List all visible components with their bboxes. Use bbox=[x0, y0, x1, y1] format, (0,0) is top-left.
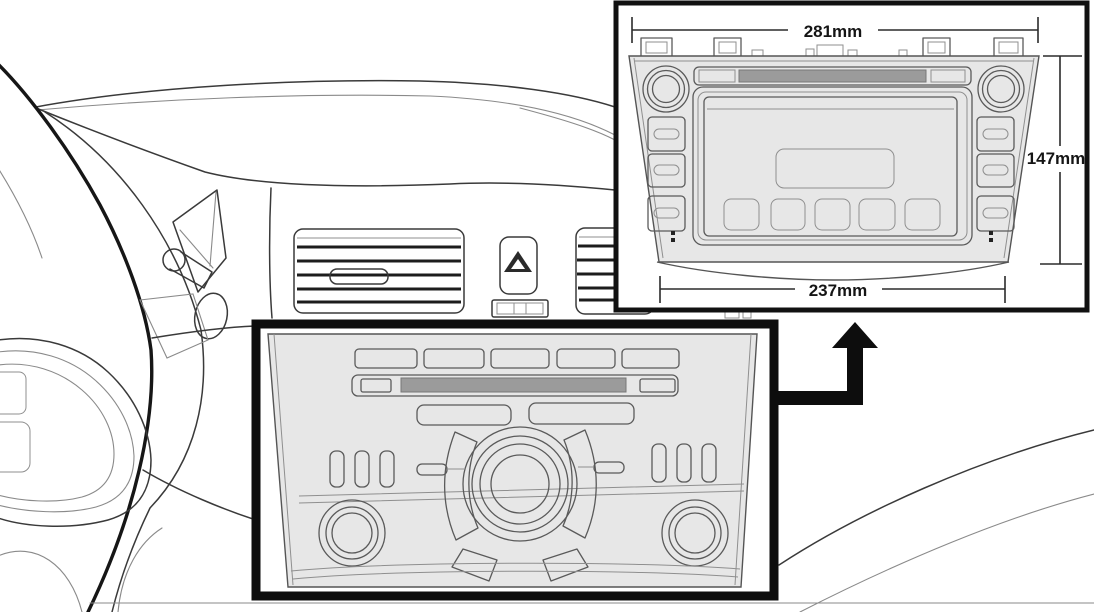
unit-cd-slot bbox=[693, 66, 972, 86]
radio-right-buttons bbox=[651, 443, 717, 483]
unit-knobs bbox=[642, 65, 1025, 113]
unit-screen bbox=[692, 86, 973, 246]
up-arrow-icon bbox=[778, 322, 878, 405]
dim-label-top: 281mm bbox=[804, 22, 863, 41]
radio-left-buttons bbox=[329, 450, 395, 488]
radio-faceplate bbox=[267, 333, 758, 588]
screw-dots bbox=[671, 231, 993, 242]
dimension-width-top: 281mm bbox=[631, 17, 1039, 43]
clock-display bbox=[491, 299, 549, 318]
center-stack-edges bbox=[89, 187, 1094, 604]
screen-soft-keys bbox=[723, 198, 941, 231]
steering-column-stalks bbox=[139, 189, 229, 359]
steering-wheel bbox=[0, 63, 205, 612]
instrument-cluster bbox=[0, 337, 152, 527]
gauge-window bbox=[0, 421, 31, 473]
dimension-height: 147mm bbox=[1027, 55, 1086, 265]
inset-panel: 281mm 147mm 237mm bbox=[613, 0, 1090, 313]
dim-label-bottom: 237mm bbox=[809, 281, 868, 300]
unit-left-buttons bbox=[647, 116, 686, 232]
radio-mode-buttons bbox=[416, 402, 635, 426]
radio-highlight-box bbox=[251, 319, 779, 601]
center-console-curves bbox=[778, 429, 1094, 612]
dimension-width-bottom: 237mm bbox=[659, 276, 1006, 303]
dim-label-height: 147mm bbox=[1027, 149, 1086, 168]
head-unit-chin bbox=[656, 261, 1010, 281]
gauge-window bbox=[0, 371, 27, 415]
radio-bottom-lip bbox=[290, 562, 741, 580]
cd-slot-opening bbox=[738, 69, 927, 83]
head-unit-diagram bbox=[628, 37, 1040, 281]
hazard-triangle-inner bbox=[511, 259, 525, 269]
dashboard-top-edge bbox=[35, 79, 616, 191]
wiper-stalk-end bbox=[193, 292, 229, 340]
radio-center-knob bbox=[416, 426, 625, 582]
vent-slider bbox=[329, 268, 389, 285]
factory-radio bbox=[267, 333, 758, 588]
unit-right-buttons bbox=[976, 116, 1015, 232]
radio-preset-buttons bbox=[354, 348, 680, 369]
center-air-vent bbox=[293, 228, 465, 314]
cd-slot-opening bbox=[400, 377, 627, 393]
radio-cd-slot bbox=[351, 374, 679, 397]
trim-strip bbox=[298, 483, 745, 504]
screen-display-area bbox=[775, 148, 895, 189]
hazard-button bbox=[499, 236, 538, 295]
